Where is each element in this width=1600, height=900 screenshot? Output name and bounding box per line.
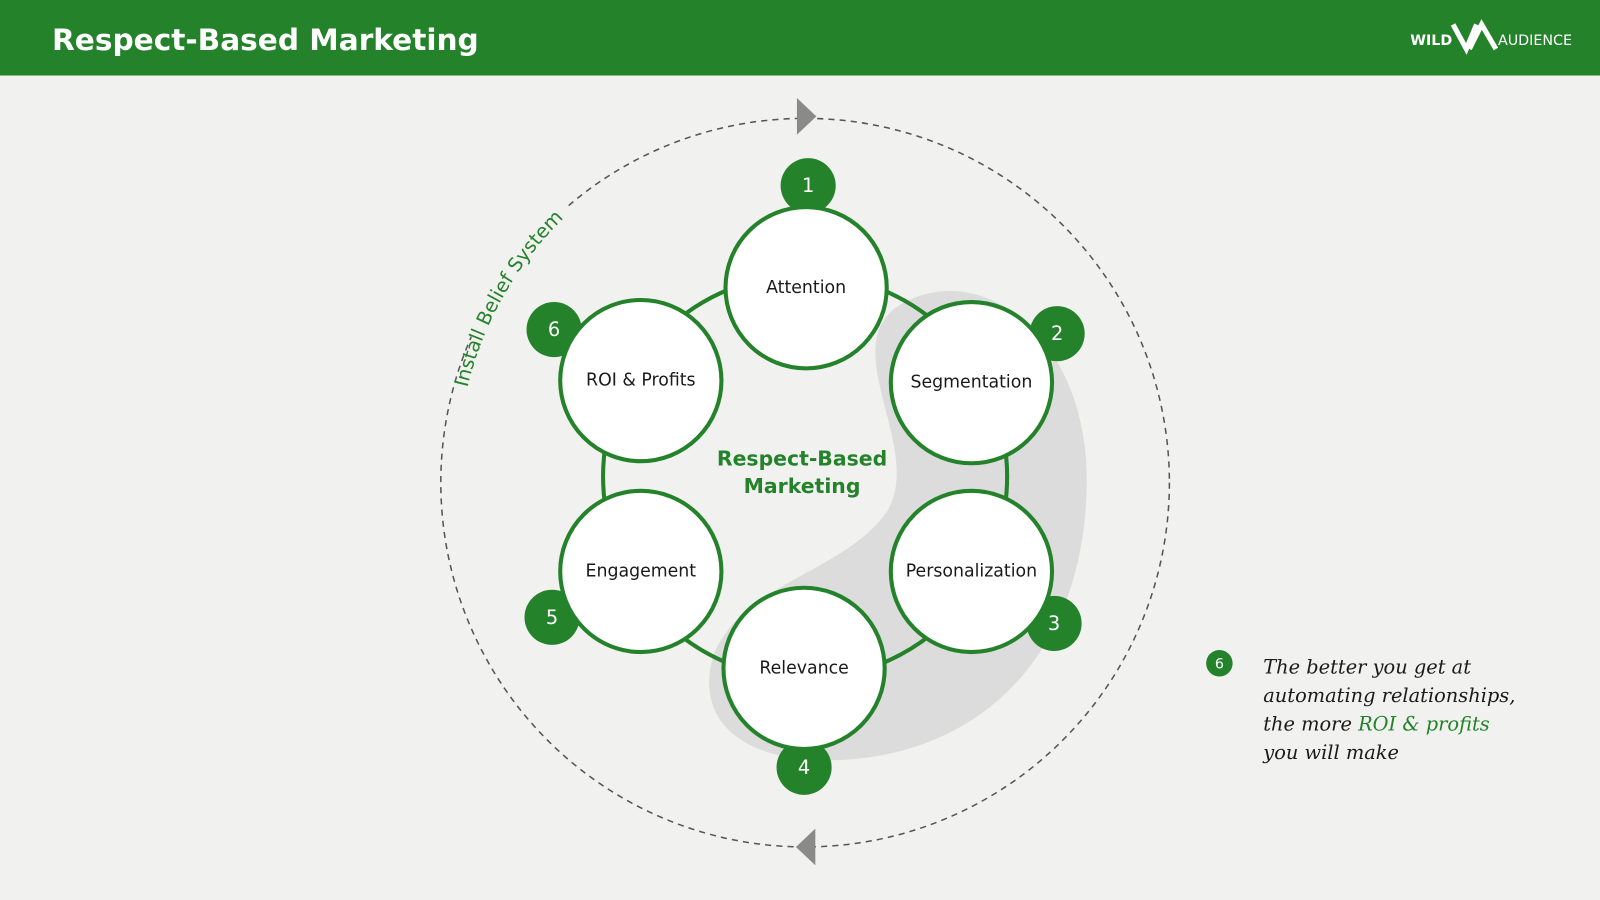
step-number: 2: [1051, 322, 1063, 345]
svg-text:WILD: WILD: [1410, 33, 1452, 49]
step-label: Relevance: [759, 658, 848, 678]
wild-audience-logo: WILD AUDIENCE: [1410, 19, 1572, 55]
note-number: 6: [1215, 656, 1224, 672]
arrow-left-icon: [795, 828, 816, 866]
step-node-attention: [723, 205, 889, 371]
note-line4: you will make: [1262, 741, 1399, 764]
header-bar: [0, 0, 1600, 76]
note-highlight: ROI & profits: [1357, 713, 1490, 736]
step-number: 5: [546, 606, 558, 629]
step-node-roi-profits: [558, 297, 724, 464]
note-line1: The better you get at: [1263, 655, 1471, 678]
arrow-right-icon: [796, 97, 817, 135]
step-node-personalization: [888, 488, 1055, 655]
step-node-engagement: [558, 488, 724, 655]
step-node-relevance: [721, 585, 887, 752]
step-label: Personalization: [906, 561, 1037, 581]
center-title-line1: Respect-Based: [717, 446, 887, 470]
page-title: Respect-Based Marketing: [52, 23, 479, 57]
step-number: 3: [1048, 612, 1060, 635]
step-label: Attention: [766, 278, 846, 298]
step-number: 4: [798, 756, 810, 779]
svg-text:AUDIENCE: AUDIENCE: [1498, 33, 1572, 49]
note-line2: automating relationships,: [1263, 684, 1515, 707]
step-number-badge: [776, 739, 832, 795]
step-label: ROI & Profits: [586, 371, 696, 391]
step-number: 1: [802, 174, 814, 197]
center-title-line2: Marketing: [744, 474, 861, 498]
note-line3: the more ROI & profits: [1263, 713, 1490, 736]
step-node-segmentation: [888, 300, 1055, 466]
note-number-badge: [1206, 650, 1233, 677]
step-number: 6: [548, 318, 560, 341]
step-label: Segmentation: [911, 373, 1033, 393]
step-number-badge: [780, 158, 836, 214]
note-line3-prefix: the more: [1263, 713, 1358, 736]
step-label: Engagement: [586, 561, 697, 581]
outer-cycle-dashed: [440, 117, 1171, 848]
